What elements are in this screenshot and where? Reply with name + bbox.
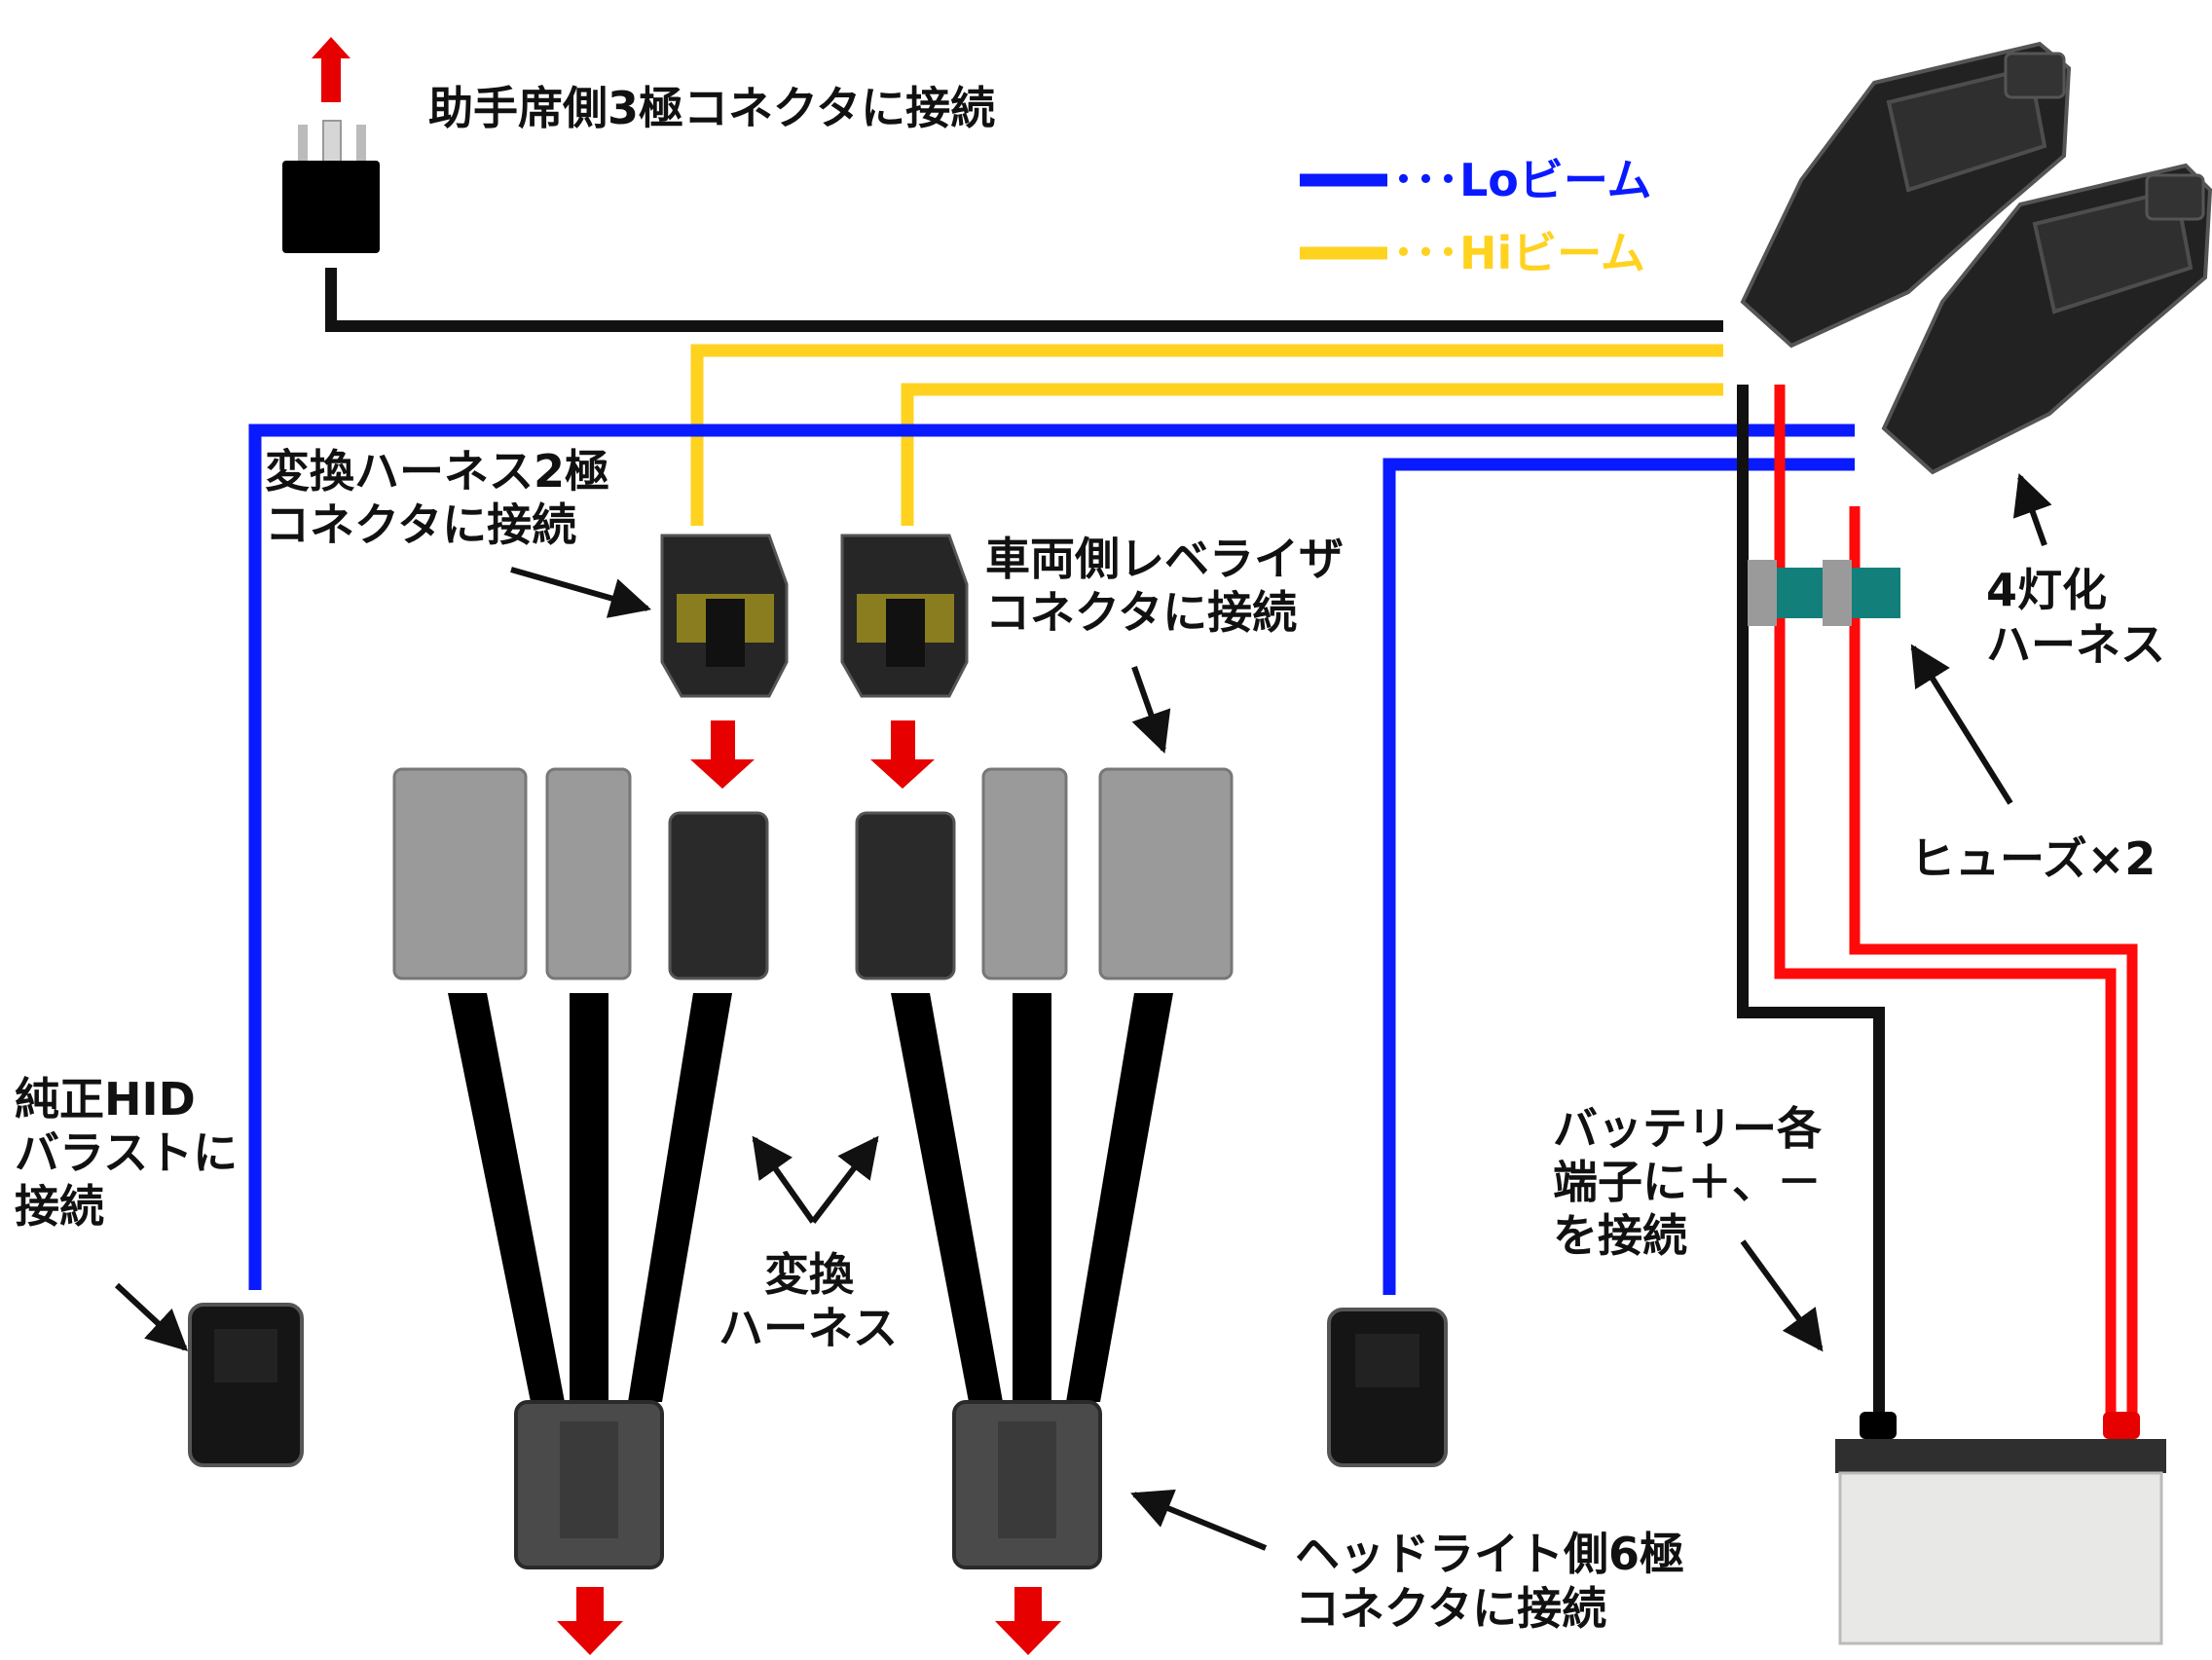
pointer-arrow-quad bbox=[2012, 473, 2052, 547]
black-wire-battery bbox=[1737, 385, 1885, 1417]
label-conv-2pin-2: コネクタに接続 bbox=[265, 498, 576, 551]
label-quad-2: ハーネス bbox=[1986, 618, 2165, 671]
label-passenger-connector: 助手席側3極コネクタに接続 bbox=[428, 82, 995, 134]
legend-hi-label: ･･･Hiビーム bbox=[1392, 227, 1645, 279]
red-wire-2 bbox=[1849, 506, 2138, 1417]
lo-wire-right bbox=[1382, 458, 1855, 1295]
label-fuse: ヒューズ×2 bbox=[1910, 832, 2156, 885]
ballast-connector-left bbox=[188, 1303, 304, 1467]
label-conv-harness-2: ハーネス bbox=[719, 1302, 898, 1354]
hi-wire-right bbox=[901, 383, 1723, 526]
headlight-6pin-connector-left bbox=[514, 1400, 664, 1655]
pointer-arrow-conv-left bbox=[752, 1135, 816, 1224]
ballast-connectors bbox=[188, 1303, 1448, 1467]
label-conv-2pin-1: 変換ハーネス2極 bbox=[265, 445, 609, 498]
dark-connector-left bbox=[668, 811, 769, 980]
pointer-arrow-conv-right bbox=[810, 1135, 879, 1224]
pointer-arrow-battery bbox=[1740, 1239, 1824, 1352]
fuse-1 bbox=[1748, 560, 1825, 626]
red-arrow-down-icon bbox=[995, 1587, 1061, 1655]
headlamp-body-1 bbox=[1740, 41, 2072, 349]
fuses bbox=[1748, 560, 1900, 626]
label-ballast-2: バラストに bbox=[15, 1126, 238, 1179]
battery-terminal-positive bbox=[2103, 1412, 2140, 1439]
headlight-6pin-connector-right bbox=[952, 1400, 1102, 1655]
conv-2pin-connectors bbox=[660, 534, 969, 789]
legend: ･･･Loビーム ･･･Hiビーム bbox=[1300, 154, 1652, 279]
gray-connector-3 bbox=[981, 767, 1068, 980]
red-arrow-down-icon bbox=[690, 720, 755, 789]
red-arrow-up-icon bbox=[312, 37, 350, 102]
conv-2pin-connector-left bbox=[660, 534, 789, 789]
headlamp-body-2 bbox=[1881, 163, 2212, 475]
labels: 変換ハーネス2極 コネクタに接続 車両側レベライザ コネクタに接続 4灯化 ハー… bbox=[15, 445, 2165, 1635]
pointer-arrows bbox=[114, 473, 2052, 1551]
fuse-2 bbox=[1823, 560, 1900, 626]
label-battery-1: バッテリー各 bbox=[1553, 1102, 1823, 1155]
red-wire-1 bbox=[1774, 385, 2117, 1417]
conv-2pin-connector-right bbox=[840, 534, 969, 789]
battery bbox=[1835, 1412, 2166, 1645]
label-battery-3: を接続 bbox=[1553, 1209, 1687, 1262]
battery-terminal-negative bbox=[1860, 1412, 1897, 1439]
label-leveler-2: コネクタに接続 bbox=[985, 586, 1297, 639]
pointer-arrow-ballast bbox=[114, 1282, 189, 1351]
hi-wire-left bbox=[690, 344, 1723, 526]
label-leveler-1: 車両側レベライザ bbox=[985, 533, 1344, 585]
red-arrow-down-icon bbox=[870, 720, 935, 789]
dark-connector-right bbox=[855, 811, 956, 980]
label-headlight-1: ヘッドライト側6極 bbox=[1295, 1528, 1684, 1580]
gray-connector-2 bbox=[545, 767, 632, 980]
passenger-3pin-connector: 助手席側3極コネクタに接続 bbox=[282, 37, 995, 253]
legend-lo-label: ･･･Loビーム bbox=[1392, 154, 1652, 206]
headlamp-bodies bbox=[1740, 41, 2212, 475]
pointer-arrow-fuse bbox=[1910, 644, 2013, 805]
wires bbox=[248, 268, 2138, 1417]
gray-connector-4 bbox=[1098, 767, 1234, 980]
pointer-arrow-leveler bbox=[1131, 666, 1171, 754]
black-wire-passenger bbox=[325, 268, 1723, 332]
gray-connector-1 bbox=[392, 767, 528, 980]
label-quad-1: 4灯化 bbox=[1986, 564, 2107, 616]
ballast-connector-right bbox=[1327, 1308, 1448, 1467]
red-arrow-down-icon bbox=[557, 1587, 623, 1655]
label-battery-2: 端子に＋、－ bbox=[1553, 1156, 1822, 1208]
label-ballast-1: 純正HID bbox=[15, 1073, 196, 1125]
label-ballast-3: 接続 bbox=[15, 1180, 104, 1233]
pointer-arrow-conv-2pin bbox=[510, 567, 652, 618]
lo-wire-left bbox=[248, 424, 1855, 1290]
label-headlight-2: コネクタに接続 bbox=[1295, 1582, 1606, 1635]
conversion-harness bbox=[392, 767, 1234, 1655]
pointer-arrow-headlight bbox=[1130, 1489, 1268, 1551]
label-conv-harness-1: 変換 bbox=[764, 1248, 855, 1301]
